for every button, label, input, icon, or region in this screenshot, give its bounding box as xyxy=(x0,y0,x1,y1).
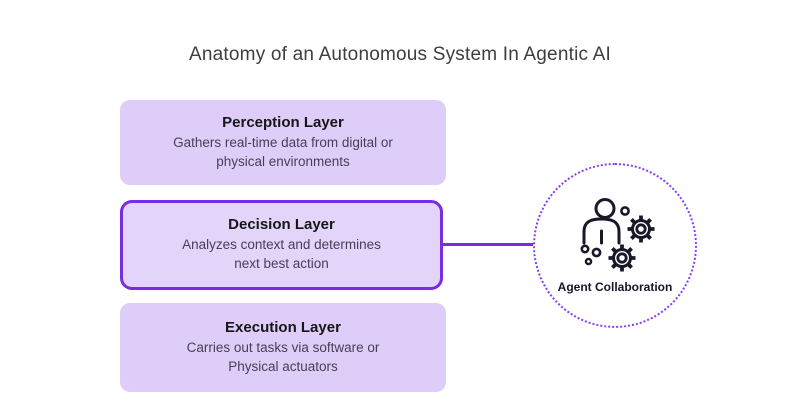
execution-layer-box: Execution Layer Carries out tasks via so… xyxy=(120,303,446,392)
execution-layer-description: Carries out tasks via software or Physic… xyxy=(186,339,380,374)
gear-bottom-teeth xyxy=(608,244,636,271)
dot-1 xyxy=(620,205,630,216)
gear-top-teeth xyxy=(627,215,655,242)
decision-layer-box: Decision Layer Analyzes context and dete… xyxy=(120,200,443,290)
dot-3 xyxy=(591,247,602,257)
person-head xyxy=(594,197,616,219)
agent-collaboration-circle: Agent Collaboration xyxy=(533,163,697,328)
gear-top-hole xyxy=(635,222,647,235)
dot-2 xyxy=(580,243,590,253)
agent-collaboration-label: Agent Collaboration xyxy=(557,279,673,294)
decision-to-collaboration-connector xyxy=(443,243,535,246)
execution-layer-title: Execution Layer xyxy=(225,318,341,336)
gear-bottom-body xyxy=(612,247,632,268)
perception-layer-box: Perception Layer Gathers real-time data … xyxy=(120,100,446,185)
gear-bottom-hole xyxy=(616,251,628,264)
gear-top-body xyxy=(631,218,651,239)
person-torso xyxy=(582,217,621,244)
person-with-gears-icon xyxy=(580,197,658,274)
perception-layer-title: Perception Layer xyxy=(222,113,344,131)
perception-layer-description: Gathers real-time data from digital or p… xyxy=(173,134,393,169)
page-title: Anatomy of an Autonomous System In Agent… xyxy=(189,44,611,65)
decision-layer-title: Decision Layer xyxy=(228,216,335,234)
dot-4 xyxy=(584,257,593,265)
decision-layer-description: Analyzes context and determines next bes… xyxy=(182,237,381,271)
